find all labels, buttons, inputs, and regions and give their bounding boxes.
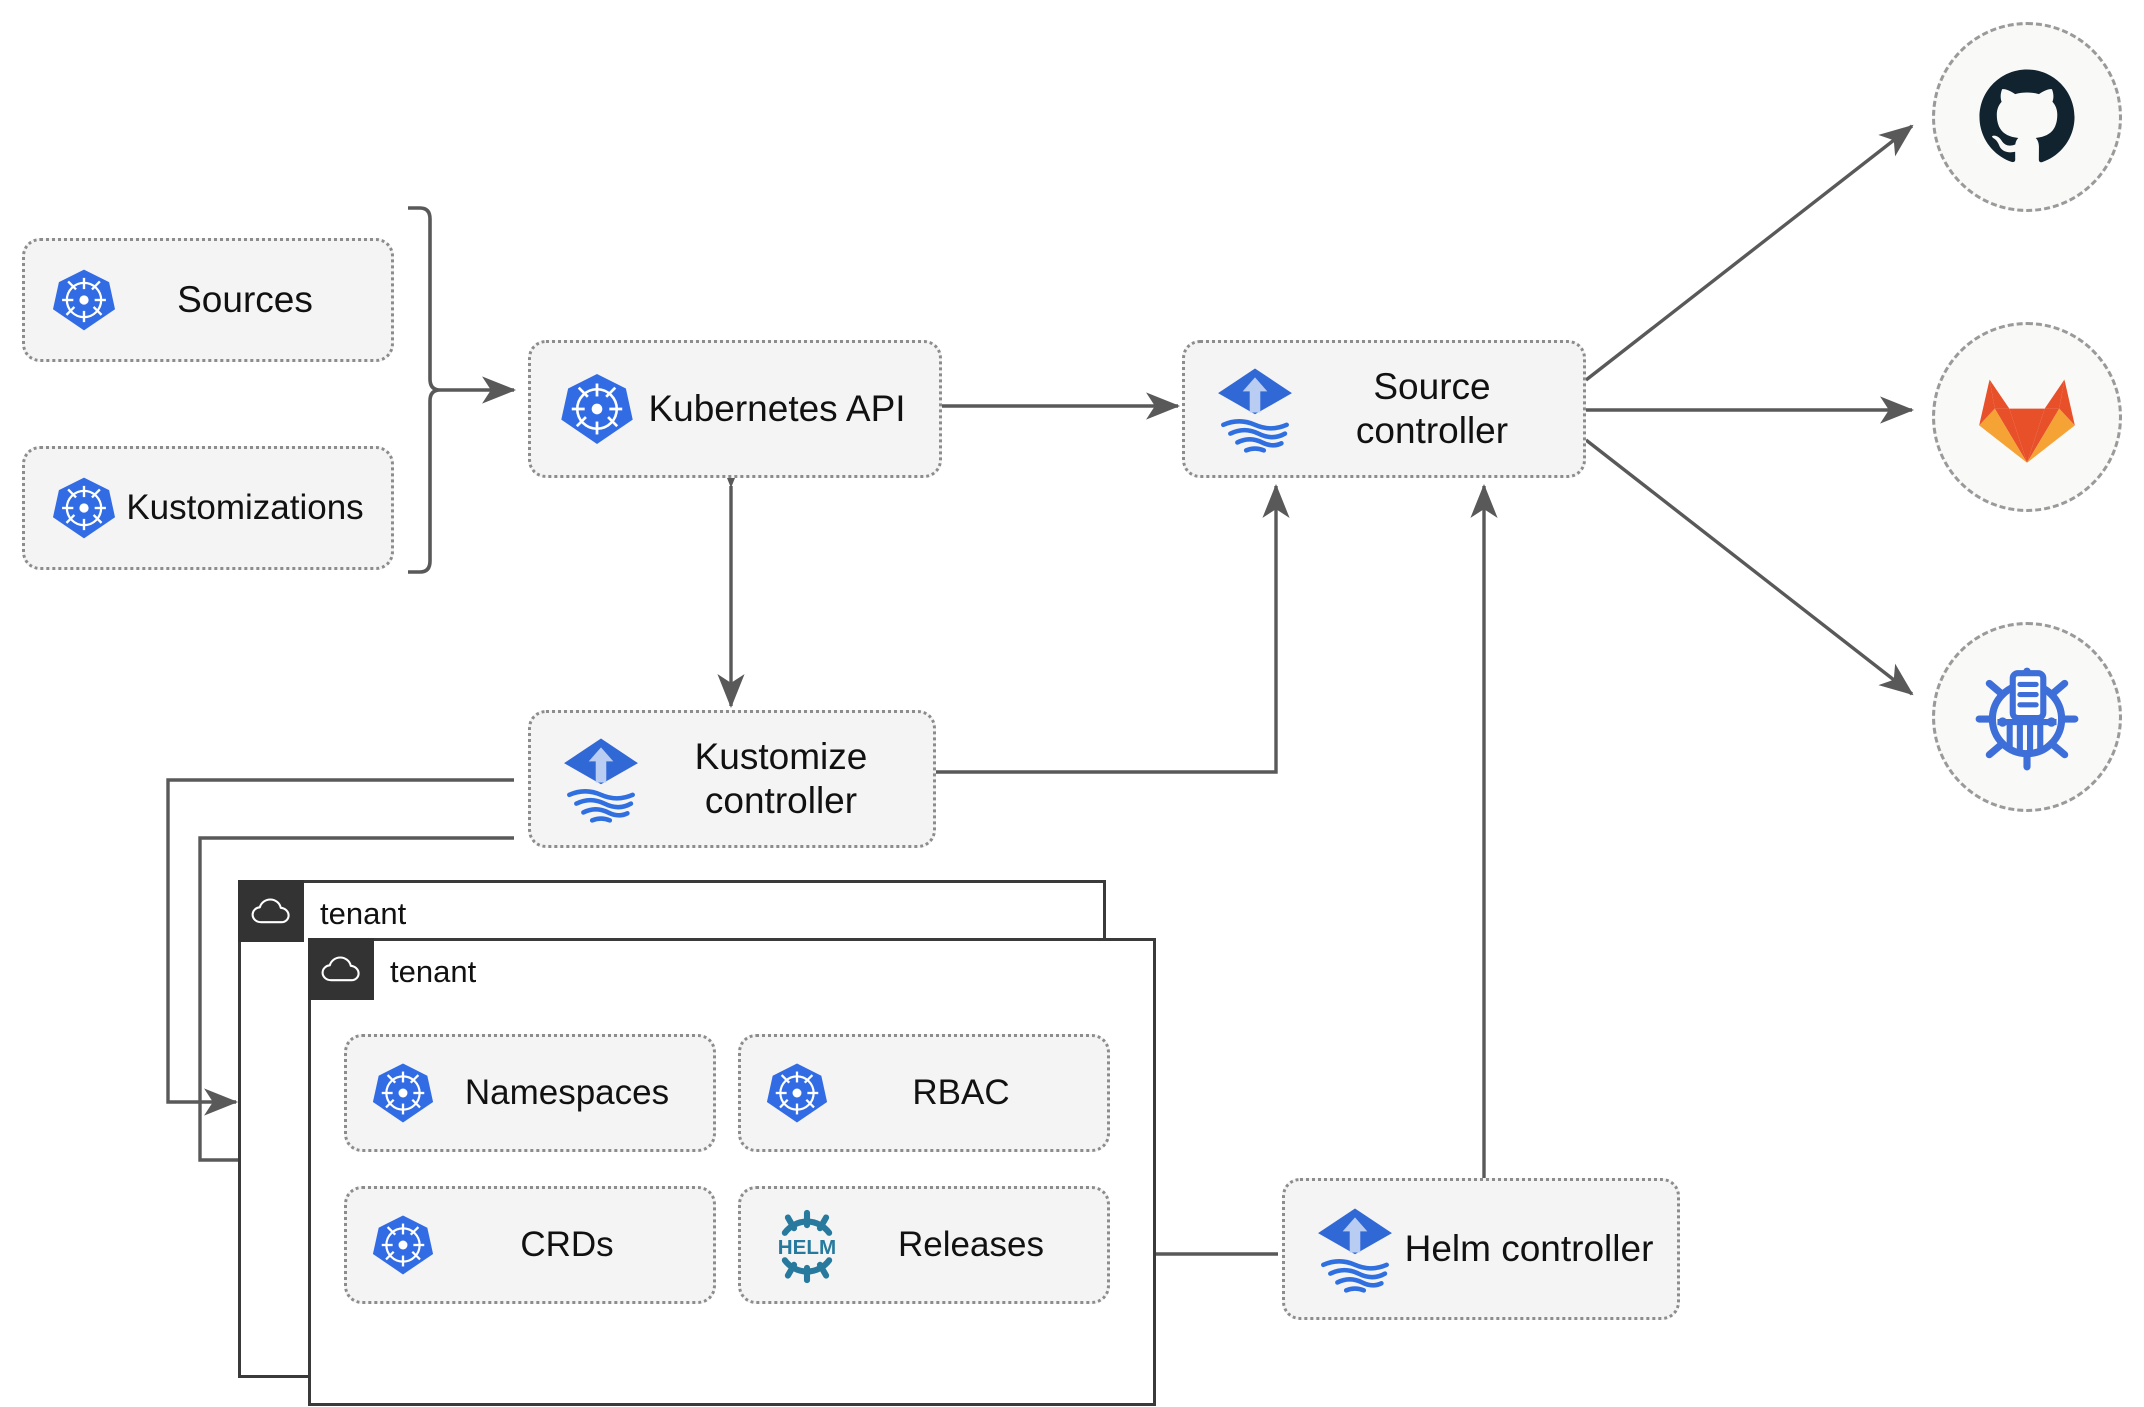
node-label: CRDs: [520, 1225, 614, 1265]
tenant-tab-back: [238, 880, 304, 942]
node-kustomizations[interactable]: Kustomizations: [22, 446, 394, 570]
node-source-controller[interactable]: Source controller: [1182, 340, 1586, 478]
node-releases[interactable]: HELM Releases: [738, 1186, 1110, 1304]
node-rbac[interactable]: RBAC: [738, 1034, 1110, 1152]
node-kubernetes-api[interactable]: Kubernetes API: [528, 340, 942, 478]
cloud-icon: [251, 897, 291, 925]
node-crds[interactable]: CRDs: [344, 1186, 716, 1304]
node-label: Kustomize controller: [694, 736, 868, 821]
kubernetes-icon: [51, 475, 117, 541]
kubernetes-icon: [371, 1213, 435, 1277]
tenant-label-back: tenant: [320, 896, 407, 931]
helm-repository-icon: [1971, 661, 2083, 773]
node-label: Helm controller: [1404, 1228, 1654, 1270]
node-kustomize-controller[interactable]: Kustomize controller: [528, 710, 936, 848]
tenant-label-front: tenant: [390, 954, 477, 989]
tenant-container-front[interactable]: [308, 938, 1156, 1406]
cloud-icon: [321, 955, 361, 983]
repo-github[interactable]: [1932, 22, 2122, 212]
repo-gitlab[interactable]: [1932, 322, 2122, 512]
flux-icon: [557, 733, 645, 825]
kubernetes-icon: [371, 1061, 435, 1125]
node-label: Releases: [898, 1225, 1044, 1265]
helm-wordmark: HELM: [778, 1236, 836, 1259]
helm-icon: HELM: [765, 1206, 849, 1284]
gitlab-icon: [1975, 367, 2079, 467]
node-label: Kubernetes API: [648, 388, 906, 430]
repo-helm-repository[interactable]: [1932, 622, 2122, 812]
node-label: Namespaces: [464, 1073, 670, 1113]
flux-icon: [1311, 1203, 1399, 1295]
kubernetes-icon: [765, 1061, 829, 1125]
tenant-tab-front: [308, 938, 374, 1000]
github-icon: [1973, 63, 2081, 171]
flux-icon: [1211, 363, 1299, 455]
kubernetes-icon: [51, 267, 117, 333]
node-label: RBAC: [912, 1073, 1010, 1113]
node-label: Source controller: [1355, 366, 1509, 451]
node-label: Sources: [177, 279, 313, 321]
node-label: Kustomizations: [126, 488, 364, 528]
kubernetes-icon: [559, 371, 635, 447]
node-sources[interactable]: Sources: [22, 238, 394, 362]
node-helm-controller[interactable]: Helm controller: [1282, 1178, 1680, 1320]
node-namespaces[interactable]: Namespaces: [344, 1034, 716, 1152]
